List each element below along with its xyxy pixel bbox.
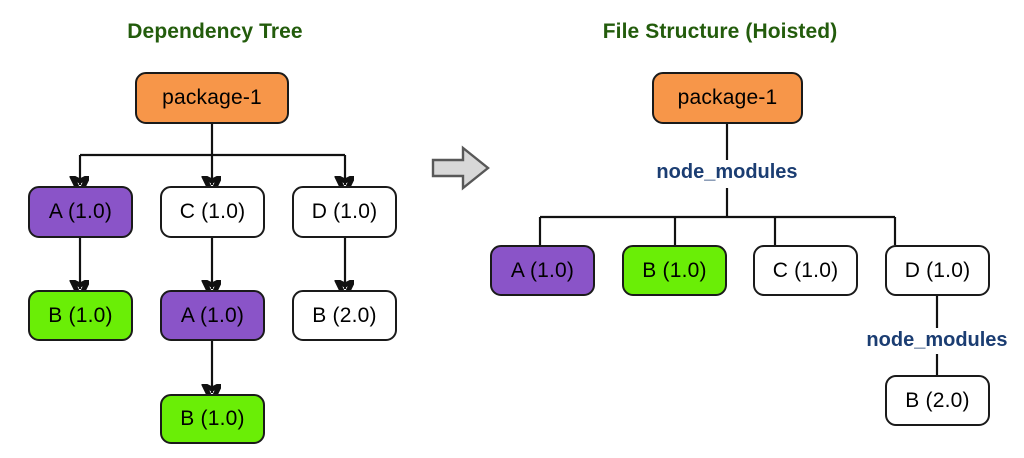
node-left-d-1-0[interactable]: D (1.0) [292,186,397,238]
node-right-b-1-0[interactable]: B (1.0) [622,245,727,296]
dir-label-node-modules-root[interactable]: node_modules [656,161,798,183]
node-left-a-1-0[interactable]: A (1.0) [28,186,133,238]
node-left-b-1-0-under-a-nested[interactable]: B (1.0) [160,394,265,444]
node-left-c-1-0[interactable]: C (1.0) [160,186,265,238]
node-right-a-1-0[interactable]: A (1.0) [490,245,595,296]
node-left-b-1-0-under-a[interactable]: B (1.0) [28,290,133,341]
node-right-b-2-0[interactable]: B (2.0) [885,375,990,426]
node-right-d-1-0[interactable]: D (1.0) [885,245,990,296]
node-right-c-1-0[interactable]: C (1.0) [753,245,858,296]
dir-label-node-modules-nested[interactable]: node_modules [866,329,1008,351]
node-left-b-2-0-under-d[interactable]: B (2.0) [292,290,397,341]
right-panel-title: File Structure (Hoisted) [602,20,838,43]
node-left-root-package-1[interactable]: package-1 [135,72,289,124]
left-panel-title: Dependency Tree [127,20,303,43]
node-left-a-1-0-under-c[interactable]: A (1.0) [160,290,265,341]
node-right-root-package-1[interactable]: package-1 [652,72,803,124]
right-block-arrow-icon [430,142,492,194]
